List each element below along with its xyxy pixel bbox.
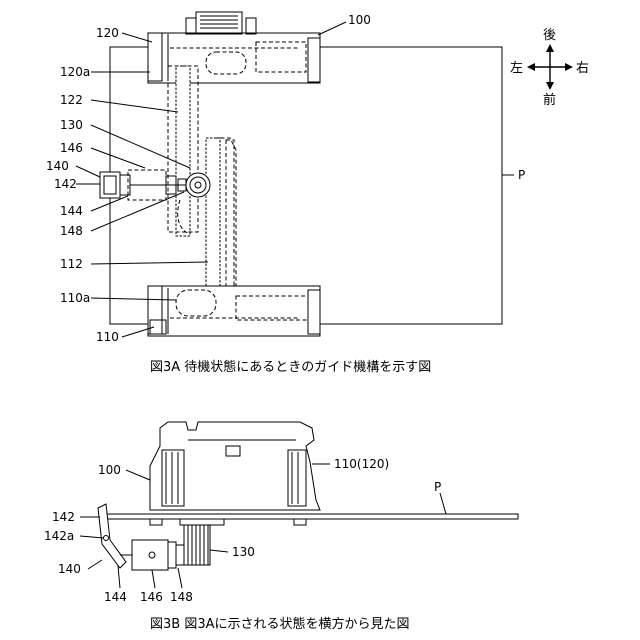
direction-left: 左	[510, 61, 523, 76]
gear-130-side	[180, 519, 224, 565]
label-112: 112	[60, 257, 83, 271]
label-144: 144	[60, 204, 83, 218]
label-110a: 110a	[60, 291, 90, 305]
paper-line	[100, 514, 518, 519]
label-p: P	[518, 168, 525, 182]
figure-3a: 100 120 120a 122 130 146 140 142 144 148…	[46, 12, 589, 375]
direction-right: 右	[576, 61, 589, 76]
label-3b-140: 140	[58, 562, 81, 576]
label-3b-144: 144	[104, 590, 127, 604]
label-110: 110	[96, 330, 119, 344]
direction-back: 後	[543, 28, 556, 43]
label-140: 140	[46, 159, 69, 173]
figure-3b: 100 110(120) P 142 142a 140 144 146 148 …	[44, 422, 518, 632]
label-3b-148: 148	[170, 590, 193, 604]
label-3b-130: 130	[232, 545, 255, 559]
caption-3a: 図3A 待機状態にあるときのガイド機構を示す図	[150, 359, 431, 375]
label-146: 146	[60, 141, 83, 155]
rail-122	[168, 66, 198, 236]
gear-130	[186, 173, 210, 197]
lower-guide-110	[148, 286, 320, 336]
label-120: 120	[96, 26, 119, 40]
label-120a: 120a	[60, 65, 90, 79]
motor-assembly-140	[100, 170, 186, 200]
label-3b-p: P	[434, 480, 441, 494]
label-148: 148	[60, 224, 83, 238]
direction-front: 前	[543, 92, 556, 108]
label-3b-142a: 142a	[44, 529, 74, 543]
label-3b-146: 146	[140, 590, 163, 604]
caption-3b: 図3B 図3Aに示される状態を横方から見た図	[150, 616, 410, 632]
label-100: 100	[348, 13, 371, 27]
label-3b-100: 100	[98, 463, 121, 477]
label-130: 130	[60, 118, 83, 132]
label-3b-142: 142	[52, 510, 75, 524]
label-142: 142	[54, 177, 77, 191]
guide-body-110-120	[150, 422, 320, 525]
upper-guide-120	[148, 12, 320, 83]
label-122: 122	[60, 93, 83, 107]
motor-146-148	[120, 540, 184, 570]
direction-compass: 後 前 左 右	[510, 28, 589, 108]
label-3b-110-120: 110(120)	[334, 457, 389, 471]
